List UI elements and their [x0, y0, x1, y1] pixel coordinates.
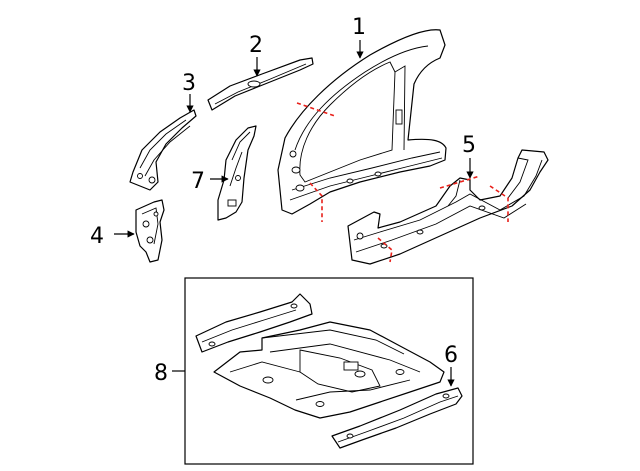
callout-2: 2 — [249, 33, 263, 58]
body-side-panel — [277, 29, 447, 222]
roof-rail-reinforcement — [207, 57, 314, 111]
hinge-pillar-bracket — [135, 199, 165, 263]
callout-6: 6 — [444, 343, 458, 368]
callout-1: 1 — [352, 15, 366, 40]
center-pillar-reinforcement — [217, 125, 257, 221]
rear-floor-sill-reinforcement — [331, 387, 463, 449]
callout-8: 8 — [154, 361, 168, 386]
floor-pan — [213, 321, 445, 419]
callout-3: 3 — [182, 71, 196, 96]
callout-5: 5 — [462, 133, 476, 158]
rocker-sill-panel — [347, 149, 549, 265]
callout-7: 7 — [191, 169, 205, 194]
callout-4: 4 — [90, 224, 104, 249]
front-floor-crossmember — [195, 293, 313, 353]
a-pillar-reinforcement — [129, 109, 197, 191]
